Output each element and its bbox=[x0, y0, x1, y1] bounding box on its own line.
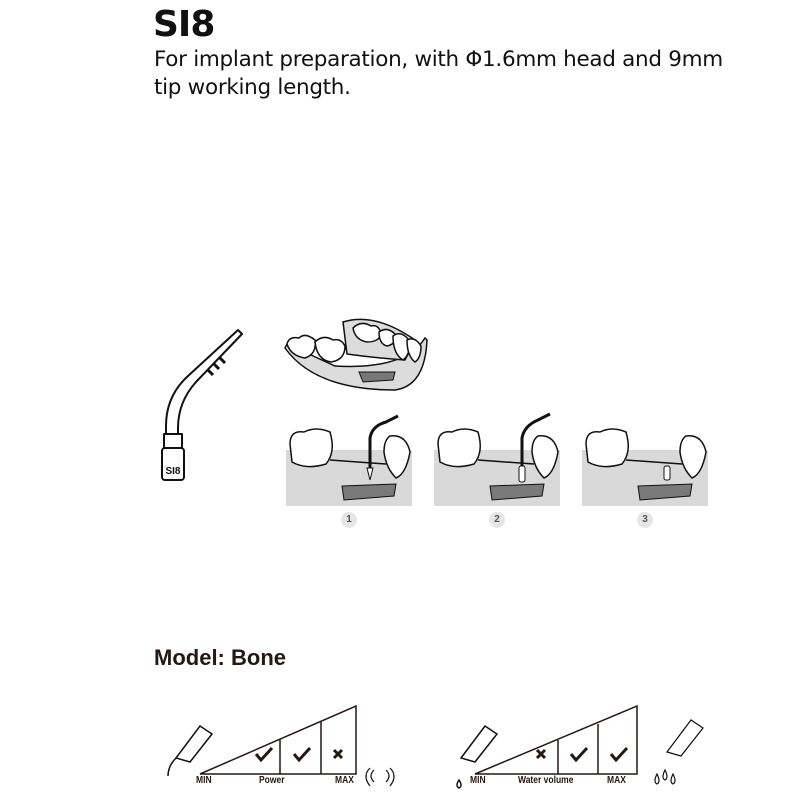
power-min-label: MIN bbox=[196, 775, 212, 786]
step-number-1: 1 bbox=[341, 512, 357, 528]
ultrasonic-tip-icon: SI8 bbox=[161, 329, 243, 481]
deepening-step-icon bbox=[434, 412, 560, 506]
vibration-high-icon bbox=[365, 767, 395, 787]
power-max-label: MAX bbox=[335, 775, 354, 786]
dental-arch-icon bbox=[284, 318, 428, 391]
water-volume-label: Water volume bbox=[518, 775, 574, 786]
product-description: For implant preparation, with Φ1.6mm hea… bbox=[154, 47, 723, 100]
handpiece-min-icon bbox=[167, 724, 214, 777]
water-min-label: MIN bbox=[470, 775, 486, 786]
water-scale bbox=[456, 704, 704, 789]
model-label: Model: Bone bbox=[154, 645, 286, 670]
power-scale bbox=[167, 704, 395, 787]
power-label: Power bbox=[259, 775, 285, 786]
page-title: SI8 bbox=[153, 4, 215, 45]
step-number-2: 2 bbox=[489, 512, 505, 528]
handpiece-high-water-icon bbox=[654, 719, 704, 785]
implant-site-ready-icon bbox=[582, 428, 708, 506]
step-number-3: 3 bbox=[637, 512, 653, 528]
drilling-step-icon bbox=[286, 414, 412, 506]
water-max-label: MAX bbox=[607, 775, 626, 786]
svg-text:SI8: SI8 bbox=[165, 466, 180, 477]
handpiece-low-water-icon bbox=[456, 724, 499, 789]
